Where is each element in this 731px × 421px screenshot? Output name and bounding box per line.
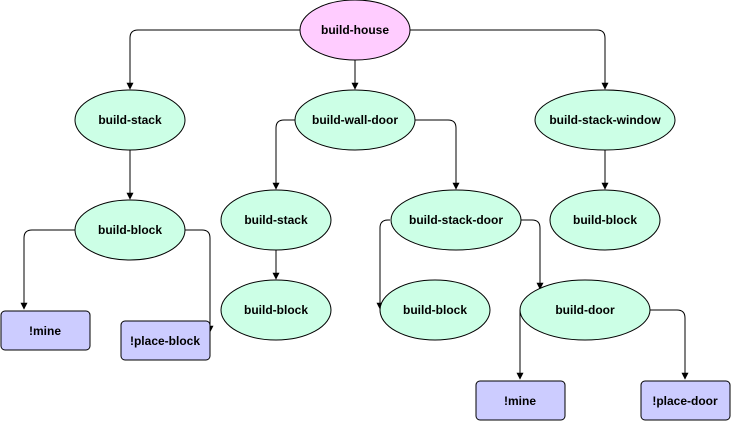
edge-build-block-to-place-block: [185, 229, 214, 333]
node-build-block-window[interactable]: build-block: [549, 189, 661, 251]
node-label: !place-door: [652, 394, 718, 408]
task-ellipse: [519, 279, 651, 341]
node-label: build-block: [573, 213, 637, 227]
node-label: build-stack: [244, 213, 308, 227]
task-ellipse: [74, 89, 186, 151]
edge-build-house-to-build-stack: [126, 29, 300, 90]
node-place-block[interactable]: !place-block: [120, 320, 211, 361]
node-build-door[interactable]: build-door: [519, 279, 651, 341]
node-place-door[interactable]: !place-door: [640, 380, 731, 421]
node-build-stack-door[interactable]: build-stack-door: [390, 189, 522, 251]
task-ellipse: [534, 89, 676, 151]
edge-build-wall-door-to-build-stack: [272, 119, 295, 190]
node-label: build-wall-door: [312, 113, 398, 127]
task-ellipse: [74, 199, 186, 261]
task-ellipse: [379, 279, 491, 341]
edge-build-block-to-mine: [20, 229, 75, 310]
task-ellipse: [294, 89, 416, 151]
node-label: !mine: [504, 394, 536, 408]
task-ellipse: [549, 189, 661, 251]
root-ellipse: [299, 0, 411, 61]
action-box: [475, 380, 566, 421]
node-build-block[interactable]: build-block: [74, 199, 186, 261]
node-label: build-stack-door: [409, 213, 503, 227]
node-label: build-block: [98, 223, 162, 237]
node-build-block-2[interactable]: build-block: [220, 279, 332, 341]
node-mine[interactable]: !mine: [0, 310, 91, 351]
node-label: build-block: [244, 303, 308, 317]
node-label: !mine: [29, 324, 61, 338]
node-label: build-house: [321, 23, 389, 37]
node-label: build-block: [403, 303, 467, 317]
node-build-stack-window[interactable]: build-stack-window: [534, 89, 676, 151]
action-box: [0, 310, 91, 351]
node-label: build-stack: [98, 113, 162, 127]
task-ellipse: [220, 279, 332, 341]
node-build-stack-2[interactable]: build-stack: [220, 189, 332, 251]
action-box: [640, 380, 731, 421]
edge-build-stack-door-to-build-door: [520, 219, 544, 290]
action-box: [120, 320, 211, 361]
edge-build-house-to-build-stack-window: [410, 29, 609, 90]
edge-build-door-to-place-door: [650, 309, 689, 380]
node-build-wall-door[interactable]: build-wall-door: [294, 89, 416, 151]
node-build-stack[interactable]: build-stack: [74, 89, 186, 151]
node-label: build-door: [555, 303, 615, 317]
task-ellipse: [390, 189, 522, 251]
edge-build-stack-door-to-build-block: [376, 219, 390, 310]
edges: [20, 29, 689, 380]
task-ellipse: [220, 189, 332, 251]
node-build-block-3[interactable]: build-block: [379, 279, 491, 341]
node-label: !place-block: [130, 334, 200, 348]
node-build-house[interactable]: build-house: [299, 0, 411, 61]
node-mine-2[interactable]: !mine: [475, 380, 566, 421]
edge-build-wall-door-to-build-stack-door: [415, 119, 460, 190]
node-label: build-stack-window: [549, 113, 661, 127]
